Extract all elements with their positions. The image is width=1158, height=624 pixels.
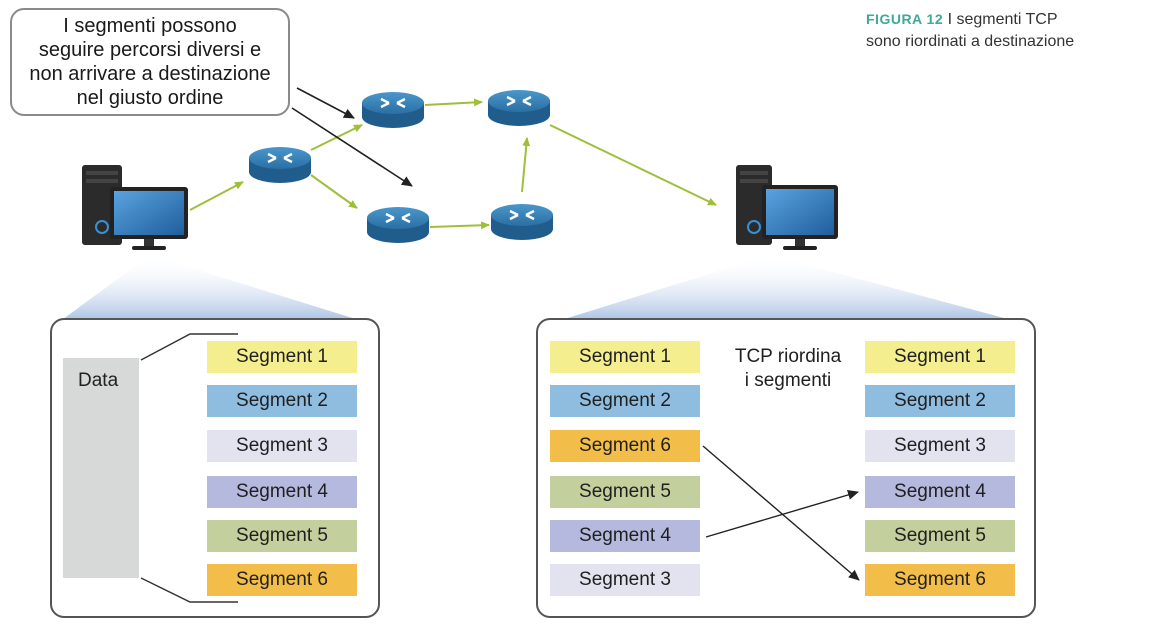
sender-segment-6: Segment 6 (207, 564, 357, 596)
sender-segment-4: Segment 4 (207, 476, 357, 508)
data-label: Data (78, 370, 119, 391)
router-icon (491, 204, 553, 240)
tcp-note-line2: i segmenti (744, 370, 832, 391)
callout-arrows (291, 87, 413, 187)
reordered-segment-6: Segment 6 (865, 564, 1015, 596)
callout-line: seguire percorsi diversi e (38, 39, 262, 61)
reordered-segment-2: Segment 2 (865, 385, 1015, 417)
callout-line: nel giusto ordine (76, 87, 224, 109)
sender-segment-1: Segment 1 (207, 341, 357, 373)
reordered-segment-3: Segment 3 (865, 430, 1015, 462)
reordered-segment-4: Segment 4 (865, 476, 1015, 508)
received-segment-3: Segment 3 (550, 564, 700, 596)
computer-icon (736, 165, 838, 250)
reordered-segment-1: Segment 1 (865, 341, 1015, 373)
router-icon (362, 92, 424, 128)
network-links (189, 98, 717, 230)
router-icon (367, 207, 429, 243)
tcp-reorder-note: TCP riordina i segmenti (720, 345, 856, 393)
router-icon (249, 147, 311, 183)
sender-segment-5: Segment 5 (207, 520, 357, 552)
computer-icon (82, 165, 188, 250)
tcp-note-line1: TCP riordina (734, 346, 842, 367)
left-funnel (55, 255, 375, 325)
received-segment-6: Segment 6 (550, 430, 700, 462)
callout-line: non arrivare a destinazione (29, 63, 271, 85)
received-segment-4: Segment 4 (550, 520, 700, 552)
received-segment-1: Segment 1 (550, 341, 700, 373)
callout-box: I segmenti possono seguire percorsi dive… (10, 8, 290, 116)
figure-caption: FIGURA 12 I segmenti TCP sono riordinati… (866, 8, 1074, 53)
sender-segment-3: Segment 3 (207, 430, 357, 462)
router-icon (488, 90, 550, 126)
received-segment-5: Segment 5 (550, 476, 700, 508)
sender-segment-2: Segment 2 (207, 385, 357, 417)
caption-text-line1: I segmenti TCP (947, 11, 1058, 28)
data-block (63, 358, 139, 578)
figure-tag: FIGURA 12 (866, 11, 944, 27)
reordered-segment-5: Segment 5 (865, 520, 1015, 552)
received-segment-2: Segment 2 (550, 385, 700, 417)
right-funnel (545, 255, 1030, 325)
caption-text-line2: sono riordinati a destinazione (866, 33, 1075, 50)
callout-line: I segmenti possono (63, 15, 237, 37)
